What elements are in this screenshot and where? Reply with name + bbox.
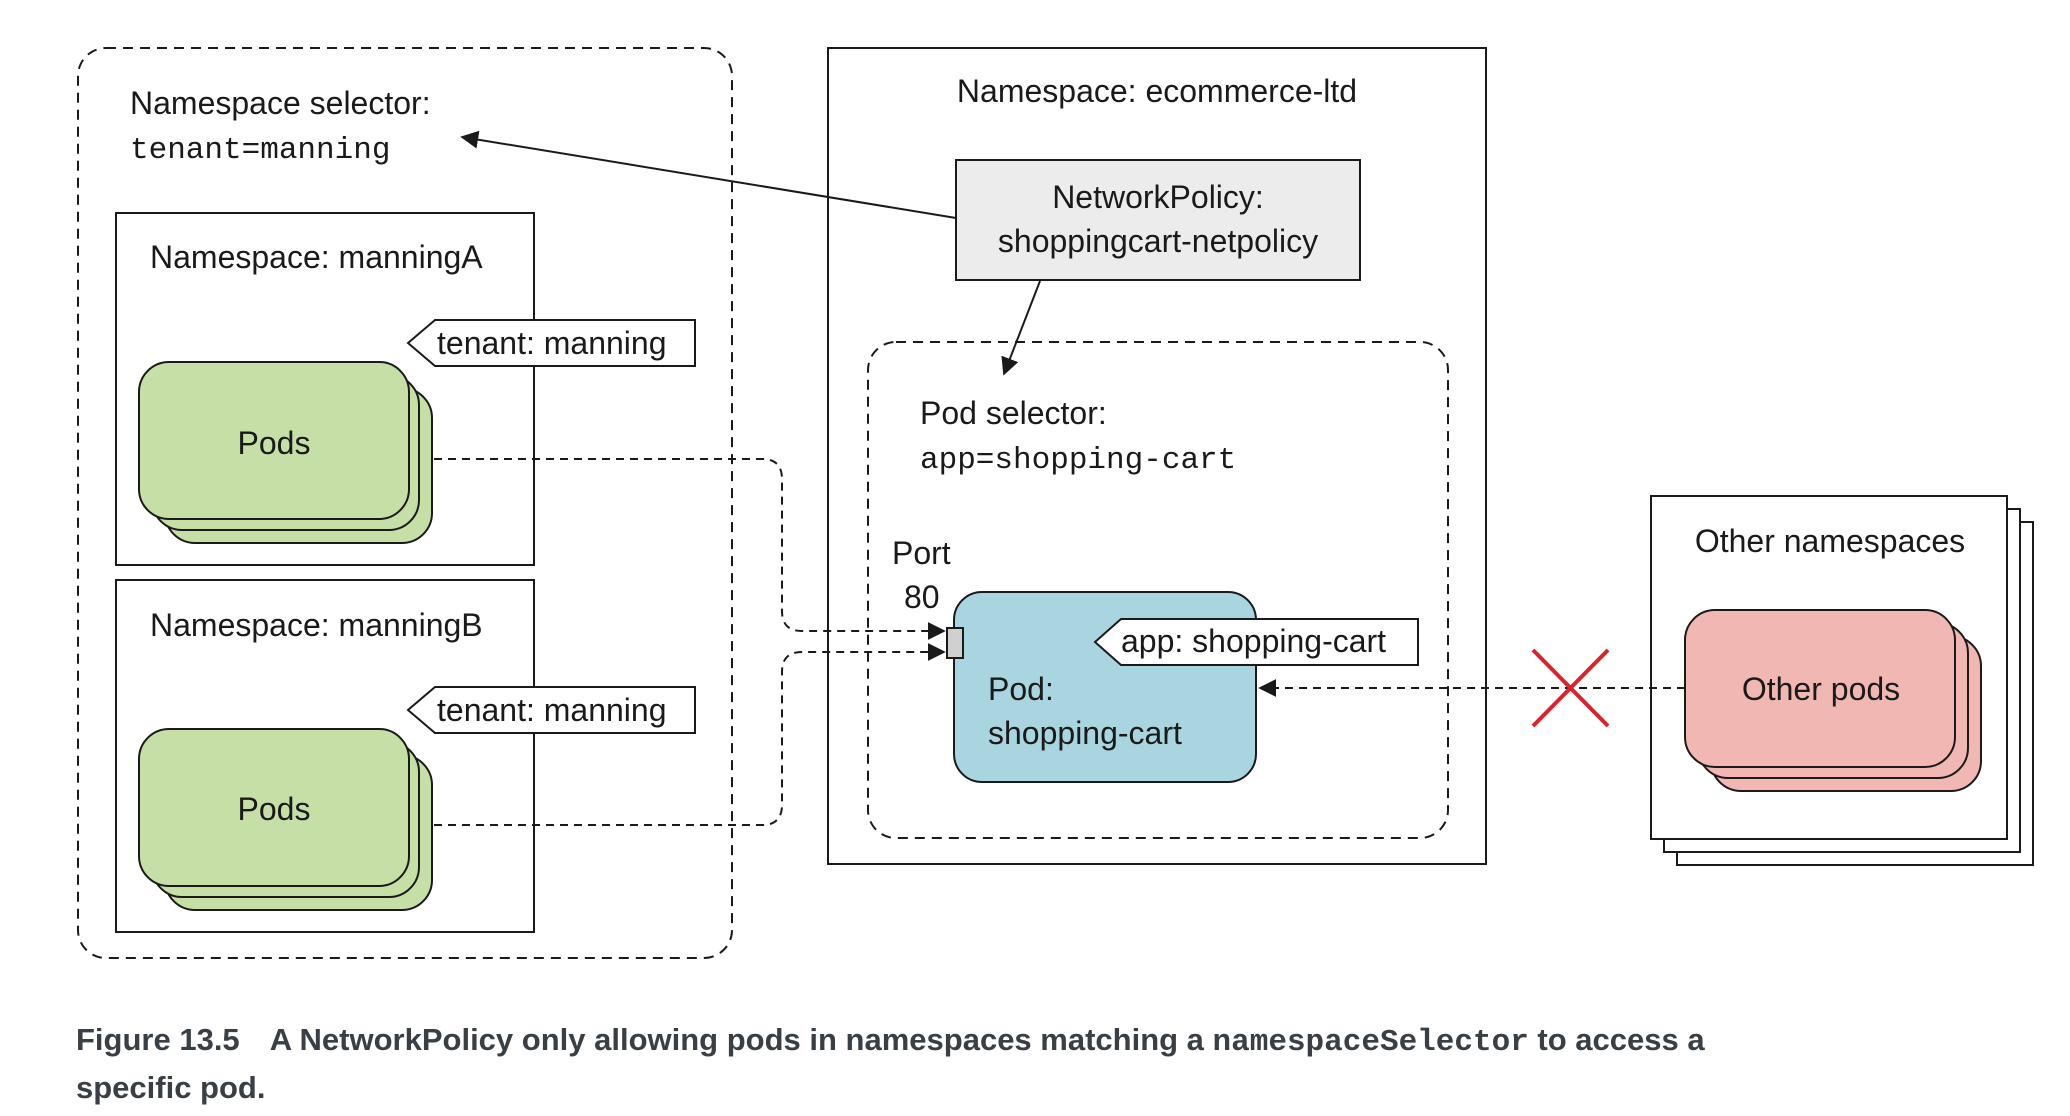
caption-text-before: A NetworkPolicy only allowing pods in na… — [270, 1022, 1213, 1057]
other-pods-label: Other pods — [1742, 671, 1900, 707]
traffic-arrow-manning-b — [434, 643, 946, 826]
policy-to-pod-selector-arrow — [1001, 280, 1041, 376]
pods-stack-a — [138, 361, 433, 544]
tenant-label-a-text: tenant: manning — [437, 325, 667, 361]
port-80-connector — [946, 627, 964, 659]
port-label: Port — [892, 535, 951, 571]
tenant-label-b — [406, 686, 696, 734]
network-policy-line1: NetworkPolicy: — [1052, 179, 1264, 215]
app-label-tag — [1093, 618, 1419, 666]
shopping-cart-pod-line2: shopping-cart — [988, 715, 1182, 751]
caption-code: namespaceSelector — [1213, 1025, 1529, 1060]
namespace-selector-group — [77, 47, 733, 959]
cross-icon — [1531, 648, 1610, 728]
namespace-selector-title: Namespace selector: — [130, 85, 431, 121]
traffic-arrow-manning-a — [434, 458, 946, 640]
other-namespaces-title: Other namespaces — [1695, 523, 1965, 559]
other-pods-stack — [1684, 609, 1982, 792]
namespace-ecommerce-title: Namespace: ecommerce-ltd — [957, 73, 1357, 109]
pods-stack-b — [138, 728, 433, 911]
namespace-manning-b-title: Namespace: manningB — [150, 607, 483, 643]
figure-caption-line1: Figure 13.5 A NetworkPolicy only allowing… — [76, 1022, 1705, 1060]
caption-text-after: to access a — [1529, 1022, 1706, 1057]
namespace-selector-value: tenant=manning — [130, 133, 390, 168]
tenant-label-b-text: tenant: manning — [437, 692, 667, 728]
figure-number: Figure 13.5 — [76, 1022, 240, 1057]
figure-caption-line2: specific pod. — [76, 1070, 265, 1105]
tenant-label-a — [406, 319, 696, 367]
app-label-text: app: shopping-cart — [1121, 623, 1386, 659]
namespace-manning-a-title: Namespace: manningA — [150, 239, 483, 275]
pod-selector-group — [867, 341, 1449, 839]
pods-b-label: Pods — [238, 791, 311, 827]
port-number: 80 — [904, 579, 940, 615]
pod-selector-title: Pod selector: — [920, 395, 1107, 431]
pod-selector-value: app=shopping-cart — [920, 443, 1236, 478]
pods-a-label: Pods — [238, 425, 311, 461]
network-policy-box — [955, 159, 1361, 281]
shopping-cart-pod-line1: Pod: — [988, 671, 1054, 707]
policy-to-namespace-selector-arrow — [460, 130, 957, 219]
network-policy-line2: shoppingcart-netpolicy — [998, 223, 1318, 259]
